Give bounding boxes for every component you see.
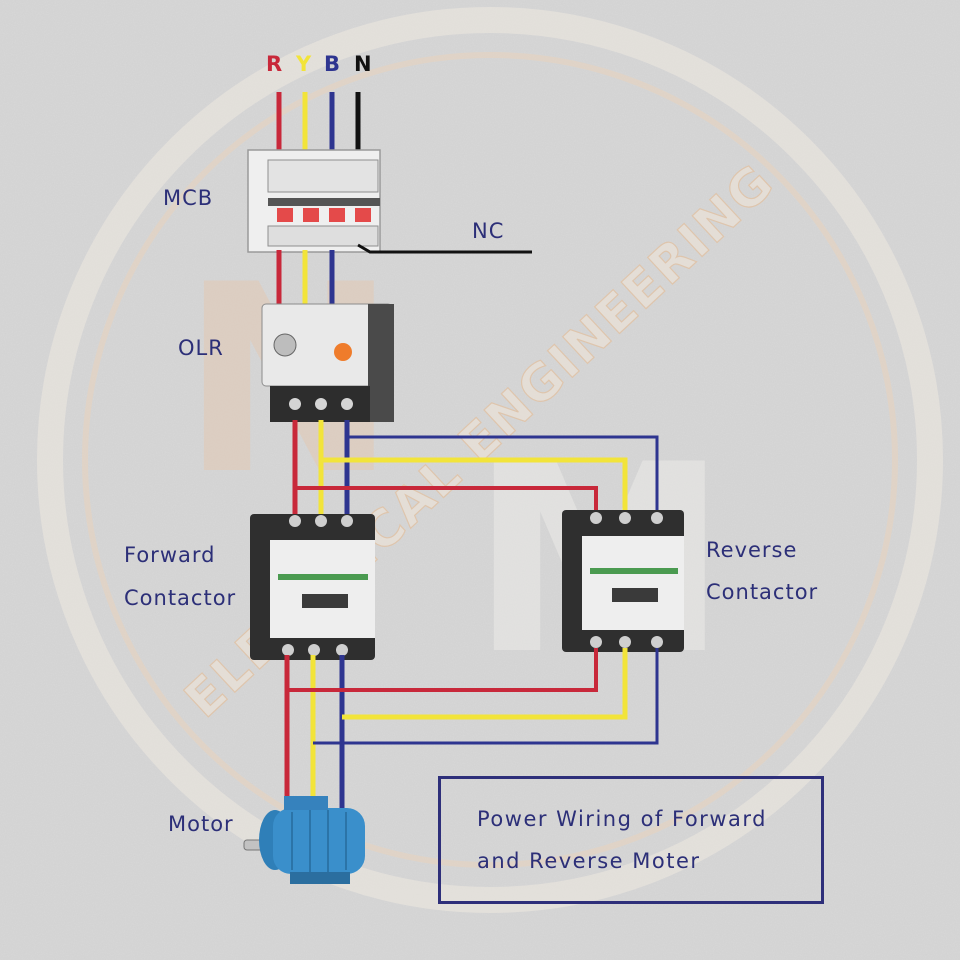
label-reverse-contactor: Contactor [706, 580, 819, 604]
phase-label-n: N [354, 52, 372, 76]
caption-box: Power Wiring of Forward and Reverse Mote… [438, 776, 824, 904]
forward-contactor-screw-5 [308, 644, 320, 656]
wire-r-to-reverse [295, 486, 598, 512]
olr-overload-relay [261, 303, 394, 422]
wire-y-to-reverse [321, 457, 628, 512]
reverse-contactor-screw-3 [651, 512, 663, 524]
motor-body [273, 808, 365, 874]
label-forward: Forward [124, 543, 216, 567]
mcb-switch-3 [329, 208, 345, 222]
forward-contactor-face [270, 540, 375, 638]
forward-contactor-screw-1 [289, 515, 301, 527]
olr-terminal-2 [315, 398, 327, 410]
motor-base [290, 872, 350, 884]
label-reverse: Reverse [706, 538, 798, 562]
mcb-switch-2 [303, 208, 319, 222]
reverse-contactor-window [612, 588, 658, 602]
mcb-switch-4 [355, 208, 371, 222]
mcb-top-band [267, 159, 379, 193]
reverse-contactor-green-stripe [590, 568, 678, 574]
watermark-outer-ring [37, 7, 943, 913]
mcb-switch-1 [277, 208, 293, 222]
reverse-contactor [562, 510, 684, 652]
mcb-handle-bar [268, 198, 380, 206]
wire-reverse-y-out [342, 648, 628, 720]
phase-label-r: R [266, 52, 283, 76]
reverse-contactor-screw-4 [590, 636, 602, 648]
forward-contactor-screw-6 [336, 644, 348, 656]
mcb-bottom-band [267, 225, 379, 247]
wire-reverse-r-out [287, 648, 598, 692]
wire-reverse-b-out [313, 648, 659, 745]
olr-side-block [368, 304, 394, 422]
olr-reset-button [334, 343, 352, 361]
reverse-contactor-screw-6 [651, 636, 663, 648]
reverse-contactor-screw-5 [619, 636, 631, 648]
watermark-inner-ring [82, 52, 898, 868]
wire-nc [357, 243, 532, 254]
label-olr: OLR [178, 336, 224, 360]
olr-terminal-1 [289, 398, 301, 410]
motor [243, 796, 365, 884]
forward-contactor [250, 514, 375, 660]
olr-dial [273, 333, 297, 357]
label-motor: Motor [168, 812, 234, 836]
phase-label-b: B [324, 52, 341, 76]
forward-contactor-screw-4 [282, 644, 294, 656]
forward-contactor-screw-2 [315, 515, 327, 527]
reverse-contactor-face [582, 536, 684, 630]
label-nc: NC [472, 219, 505, 243]
label-mcb: MCB [163, 186, 214, 210]
contactor-to-motor-wires [284, 648, 659, 808]
reverse-contactor-screw-1 [590, 512, 602, 524]
label-forward-contactor: Contactor [124, 586, 237, 610]
olr-to-contactor-wires [292, 420, 659, 515]
forward-contactor-green-stripe [278, 574, 368, 580]
forward-contactor-window [302, 594, 348, 608]
caption-line-1: Power Wiring of Forward [477, 807, 767, 831]
motor-terminal-box [284, 796, 328, 810]
forward-contactor-screw-3 [341, 515, 353, 527]
phase-label-y: Y [296, 52, 312, 76]
reverse-contactor-screw-2 [619, 512, 631, 524]
mcb-breaker [247, 149, 381, 253]
wire-b-to-reverse [347, 435, 659, 512]
caption-line-2: and Reverse Moter [477, 849, 701, 873]
mcb-to-olr-wires [276, 250, 335, 310]
olr-terminal-3 [341, 398, 353, 410]
